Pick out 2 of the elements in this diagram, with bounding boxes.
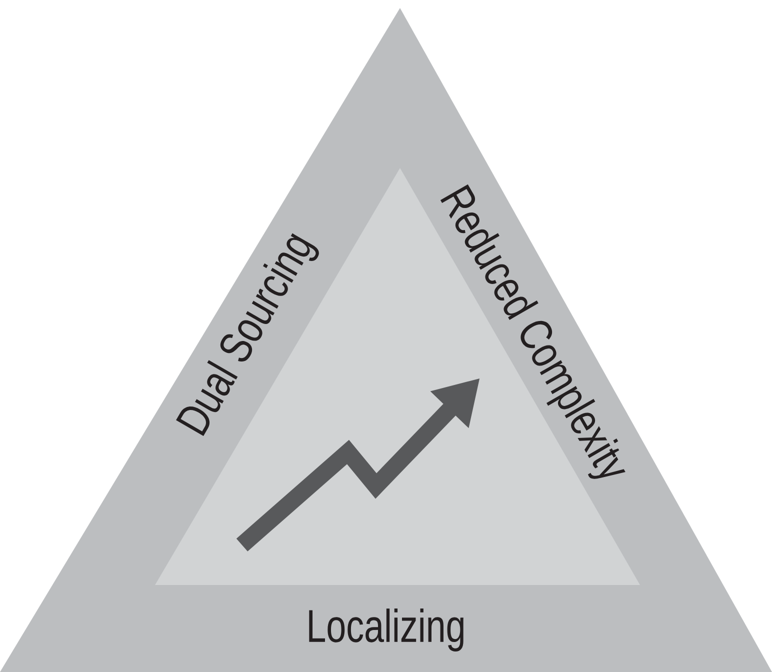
inner-triangle (155, 168, 640, 585)
band-label: Localizing (309, 608, 464, 652)
